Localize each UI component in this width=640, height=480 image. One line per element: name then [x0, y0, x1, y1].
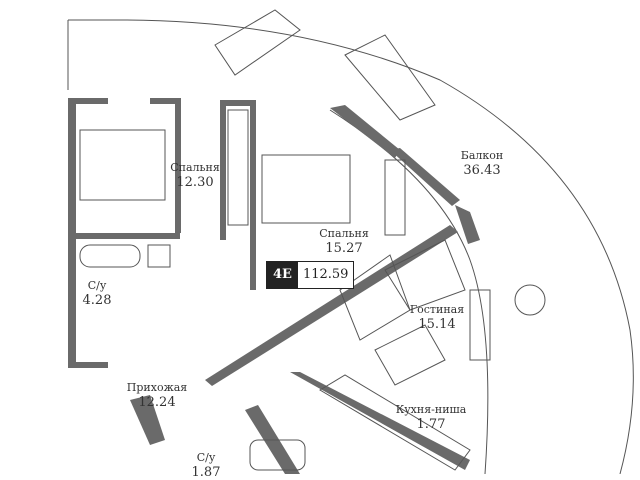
unit-badge: 4E 112.59	[266, 261, 355, 289]
unit-total-area: 112.59	[297, 262, 354, 288]
room-name: С/у	[196, 451, 216, 464]
room-label-kitchen-niche: Кухня-ниша 1.77	[396, 402, 467, 432]
room-label-living-room: Гостиная 15.14	[410, 302, 464, 332]
kitchen-counter	[319, 374, 471, 471]
room-name: Балкон	[460, 149, 504, 162]
bed-left	[79, 129, 166, 201]
unit-code: 4E	[267, 262, 298, 288]
balcony-outline	[67, 19, 634, 474]
room-name: Спальня	[170, 161, 220, 174]
room-label-balcony: Балкон 36.43	[461, 148, 503, 178]
room-area: 4.28	[82, 293, 112, 308]
tv-stand-2	[469, 289, 491, 361]
room-label-bedroom-2: Спальня 15.27	[319, 226, 369, 256]
round-table	[514, 284, 546, 316]
bathtub-2	[249, 439, 306, 471]
room-area: 12.24	[138, 395, 176, 410]
room-name: Кухня-ниша	[395, 403, 467, 416]
room-label-bedroom-1: Спальня 12.30	[170, 160, 220, 190]
bed-right	[261, 154, 351, 224]
sofa-2	[384, 239, 466, 311]
room-area: 36.43	[463, 163, 501, 178]
lounger-2	[344, 34, 436, 121]
room-label-hallway: Прихожая 12.24	[127, 380, 187, 410]
room-area: 15.14	[418, 317, 456, 332]
wardrobe	[227, 109, 249, 226]
room-area: 1.77	[416, 417, 446, 432]
room-label-bathroom-1: С/у 4.28	[83, 278, 112, 308]
dining-table	[374, 324, 446, 386]
furniture	[79, 9, 546, 471]
room-name: Спальня	[319, 227, 369, 240]
room-area: 15.27	[325, 241, 363, 256]
tv-stand-1	[384, 159, 406, 236]
room-name: С/у	[87, 279, 107, 292]
room-area: 1.87	[191, 465, 221, 480]
washer	[147, 244, 171, 268]
room-area: 12.30	[176, 175, 214, 190]
room-label-bathroom-2: С/у 1.87	[192, 450, 221, 480]
room-name: Прихожая	[126, 381, 188, 394]
lounger-1	[214, 9, 301, 76]
bathtub-1	[79, 244, 141, 268]
room-name: Гостиная	[409, 303, 465, 316]
